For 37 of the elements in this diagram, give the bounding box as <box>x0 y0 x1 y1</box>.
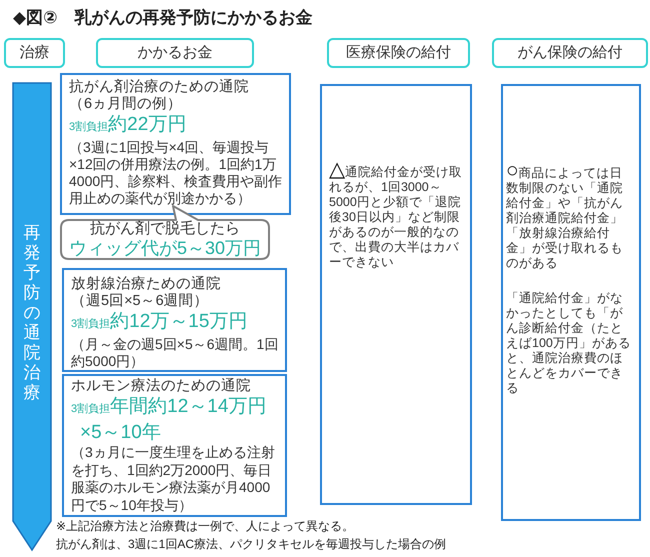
detail-note: （3週に1回投与×4回、毎週投与×12回の併用療法の例。1回約1万4000円、診察料、検査費用や副作用止めの薬代が別途かかる） <box>69 139 282 206</box>
benefit-note: 「通院給付金」がなかったとしても「がん診断給付金（たとえば100万円」があると、通院治療費のほとんどをカバーできる <box>506 291 632 396</box>
cost-amount: 約12万～15万円 <box>110 311 248 332</box>
footnote: ※上記治療方法と治療費は一例で、人によって異なる。 <box>56 518 354 534</box>
column-header-box <box>96 38 254 68</box>
info-box <box>60 73 291 215</box>
copay-label: 3割負担 <box>71 403 110 415</box>
info-box <box>320 84 472 505</box>
detail-note: （月～金の週5回×5～6週間。1回約5000円） <box>71 336 278 369</box>
column-header-box <box>492 38 648 68</box>
column-heading: がん保険の給付 <box>518 44 622 61</box>
footnote: 抗がん剤は、3週に1回AC療法、パクリタキセルを毎週投与した場合の例 <box>56 536 446 552</box>
cost-amount: 約22万円 <box>108 114 186 135</box>
diagram-title: ◆図② 乳がんの再発予防にかかるお金 <box>13 7 312 29</box>
bubble-text: 抗がん剤で脱毛したら <box>90 220 240 237</box>
benefit-note: △通院給付金が受け取れるが、1回3000～5000円と少額で「退院後30日以内」など制限があるのが一般的なので、出費の大半はカバーできない <box>329 162 464 270</box>
treatment-heading: （週5回×5～6週間） <box>71 293 209 309</box>
column-heading: 医療保険の給付 <box>346 44 451 61</box>
cost-amount: ×5～10年 <box>80 422 161 443</box>
copay-label: 3割負担 <box>71 318 110 330</box>
column-header-box <box>327 38 470 68</box>
detail-note: （3ヵ月に一度生理を止める注射を打ち、1回約2万2000円、毎日服薬のホルモン療法薬が月4000円で5～10年投与） <box>71 444 275 512</box>
cost-amount: 年間約12～14万円 <box>110 396 266 417</box>
treatment-heading: （6ヵ月間の例） <box>69 96 182 112</box>
info-box <box>62 268 287 372</box>
info-box <box>501 84 641 521</box>
copay-label: 3割負担 <box>69 121 108 133</box>
treatment-heading: ホルモン療法のための通院 <box>71 378 251 394</box>
band-label: 再発予防の通院治療 <box>23 222 41 402</box>
column-heading: 治療 <box>20 44 50 61</box>
treatment-heading: 抗がん剤治療のための通院 <box>69 79 249 95</box>
benefit-note: ○商品によっては日数制限のない「通院給付金」や「抗がん剤治療通院給付金」「放射線治療給付金」が受け取れるものがある <box>506 163 624 271</box>
treatment-heading: 放射線治療ための通院 <box>71 276 221 292</box>
column-heading: かかるお金 <box>138 44 212 61</box>
column-header-box <box>4 38 65 68</box>
wig-cost: ウィッグ代が5～30万円 <box>68 238 262 258</box>
info-box <box>62 374 287 517</box>
